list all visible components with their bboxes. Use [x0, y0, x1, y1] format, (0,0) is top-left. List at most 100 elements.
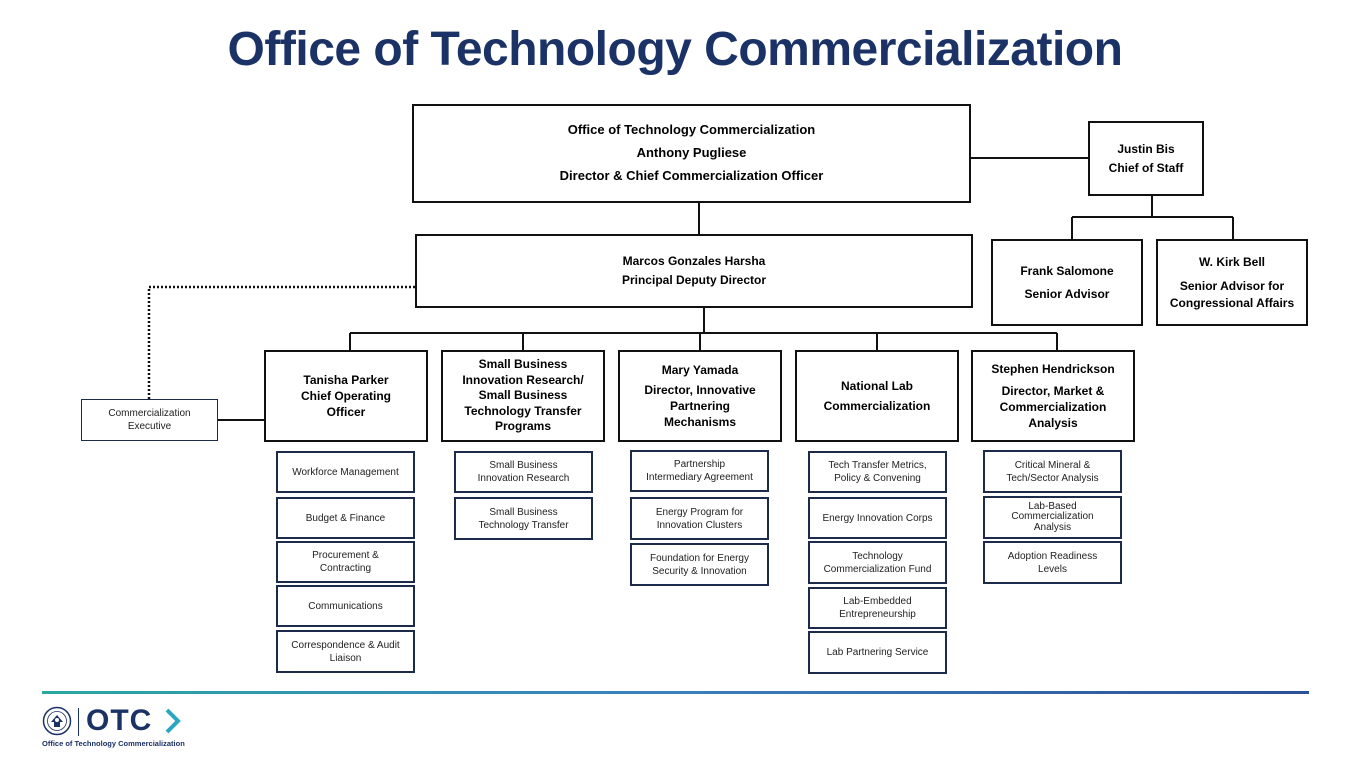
unit-label: Energy Innovation Corps: [822, 512, 933, 524]
chief-of-staff-box: Justin Bis Chief of Staff: [1088, 121, 1204, 196]
advisor-box-salomone: Frank Salomone Senior Advisor: [991, 239, 1143, 326]
unit-workforce-management: Workforce Management: [276, 451, 415, 493]
division-line: Commercialization: [999, 400, 1107, 414]
unit-label: Procurement &: [312, 550, 379, 561]
deputy-name: Marcos Gonzales Harsha: [622, 254, 766, 269]
advisor-title: Senior Advisor for: [1179, 279, 1285, 294]
division-line: Small Business: [478, 357, 568, 372]
unit-label: Critical Mineral &: [1014, 459, 1091, 471]
unit-label: Correspondence & Audit: [291, 639, 400, 651]
unit-critical-mineral: Critical Mineral & Tech/Sector Analysis: [983, 450, 1122, 493]
unit-label: Commercialization: [1011, 511, 1094, 523]
unit-label: Levels: [1038, 563, 1067, 575]
doe-seal-icon: [42, 706, 72, 736]
division-line: National Lab: [840, 378, 913, 393]
division-line: Mechanisms: [663, 415, 737, 430]
unit-sbir: Small Business Innovation Research: [454, 451, 593, 493]
unit-sttr: Small Business Technology Transfer: [454, 497, 593, 540]
advisor-name: Frank Salomone: [1020, 263, 1114, 278]
chief-of-staff-name: Justin Bis: [1117, 141, 1175, 156]
otc-logo: OTC Office of Technology Commercializati…: [42, 704, 192, 750]
unit-communications: Communications: [276, 585, 415, 627]
page-title: Office of Technology Commercialization: [227, 23, 1123, 76]
unit-label: Tech Transfer Metrics,: [828, 460, 927, 471]
ce-label: Commercialization: [108, 408, 191, 419]
unit-technology-commercialization-fund: Technology Commercialization Fund: [808, 541, 947, 584]
unit-label: Energy Program for: [655, 506, 744, 518]
unit-label: Tech/Sector Analysis: [1006, 472, 1099, 484]
unit-label: Technology: [852, 550, 903, 562]
division-national-lab: National Lab Commercialization: [795, 350, 959, 442]
unit-energy-program-clusters: Energy Program for Innovation Clusters: [630, 497, 769, 540]
division-line: Innovation Research/: [462, 372, 584, 387]
division-line: Director, Market &: [1001, 383, 1105, 398]
unit-label: Lab-Embedded: [843, 596, 912, 607]
unit-label: Small Business: [489, 506, 558, 518]
advisor-title: Congressional Affairs: [1169, 295, 1295, 310]
director-title: Director & Chief Commercialization Offic…: [559, 167, 824, 183]
unit-label: Small Business: [489, 460, 558, 471]
director-name: Anthony Pugliese: [636, 145, 747, 161]
logo-separator: [78, 708, 79, 736]
division-market-analysis: Stephen Hendrickson Director, Market & C…: [971, 350, 1135, 442]
unit-label: Communications: [308, 600, 383, 612]
org-name: Office of Technology Commercialization: [567, 122, 816, 138]
unit-procurement-contracting: Procurement & Contracting: [276, 541, 415, 583]
division-innovative-partnering: Mary Yamada Director, Innovative Partner…: [618, 350, 782, 442]
division-sbir-sttr: Small Business Innovation Research/ Smal…: [441, 350, 605, 442]
unit-partnership-intermediary: Partnership Intermediary Agreement: [630, 450, 769, 492]
unit-label: Intermediary Agreement: [646, 472, 753, 483]
unit-label: Innovation Research: [477, 473, 570, 484]
division-line: Partnering: [669, 399, 730, 413]
unit-label: Policy & Convening: [834, 473, 921, 484]
unit-label: Technology Transfer: [478, 519, 569, 531]
division-line: Stephen Hendrickson: [991, 361, 1115, 376]
unit-lab-embedded-entrepreneurship: Lab-Embedded Entrepreneurship: [808, 587, 947, 629]
division-line: Technology Transfer: [464, 403, 582, 418]
unit-label: Workforce Management: [292, 466, 399, 478]
logo-wordmark: OTC: [86, 704, 153, 737]
division-line: Programs: [494, 419, 552, 434]
unit-budget-finance: Budget & Finance: [276, 497, 415, 539]
division-line: Mary Yamada: [661, 362, 739, 377]
division-line: Chief Operating: [300, 388, 391, 403]
division-line: Officer: [326, 405, 366, 420]
unit-adoption-readiness: Adoption Readiness Levels: [983, 541, 1122, 584]
unit-correspondence-audit: Correspondence & Audit Liaison: [276, 630, 415, 673]
logo-caption: Office of Technology Commercialization: [42, 739, 185, 748]
footer-rule: [42, 691, 1309, 694]
unit-label: Liaison: [329, 652, 362, 664]
advisor-box-bell: W. Kirk Bell Senior Advisor for Congress…: [1156, 239, 1308, 326]
unit-label: Adoption Readiness: [1007, 550, 1098, 562]
deputy-title: Principal Deputy Director: [621, 273, 767, 287]
chief-of-staff-title: Chief of Staff: [1108, 160, 1184, 175]
advisor-title: Senior Advisor: [1024, 286, 1110, 301]
unit-label: Lab Partnering Service: [826, 647, 929, 658]
advisor-name: W. Kirk Bell: [1198, 255, 1266, 270]
division-line: Commercialization: [823, 399, 931, 413]
unit-label: Entrepreneurship: [839, 609, 916, 620]
director-box: Office of Technology Commercialization A…: [412, 104, 971, 203]
unit-label: Budget & Finance: [305, 512, 386, 524]
unit-label: Innovation Clusters: [656, 519, 743, 531]
unit-label: Partnership: [673, 459, 726, 470]
chevron-right-icon: [165, 708, 181, 734]
unit-label: Security & Innovation: [652, 565, 747, 577]
division-line: Small Business: [478, 388, 568, 403]
division-line: Analysis: [1028, 416, 1078, 431]
ce-label: Executive: [127, 421, 172, 432]
unit-label: Contracting: [319, 563, 372, 574]
unit-label: Foundation for Energy: [650, 552, 749, 564]
commercialization-executive-box: Commercialization Executive: [81, 399, 218, 441]
unit-label: Lab-Based: [1028, 500, 1077, 512]
division-coo: Tanisha Parker Chief Operating Officer: [264, 350, 428, 442]
division-line: Tanisha Parker: [303, 372, 389, 387]
unit-foundation-energy-security: Foundation for Energy Security & Innovat…: [630, 543, 769, 586]
unit-label: Commercialization Fund: [823, 563, 932, 575]
unit-lab-partnering-service: Lab Partnering Service: [808, 631, 947, 674]
deputy-box: Marcos Gonzales Harsha Principal Deputy …: [415, 234, 973, 308]
unit-label: Analysis: [1033, 521, 1072, 533]
division-line: Director, Innovative: [644, 382, 756, 397]
unit-tech-transfer-metrics: Tech Transfer Metrics, Policy & Convenin…: [808, 451, 947, 493]
